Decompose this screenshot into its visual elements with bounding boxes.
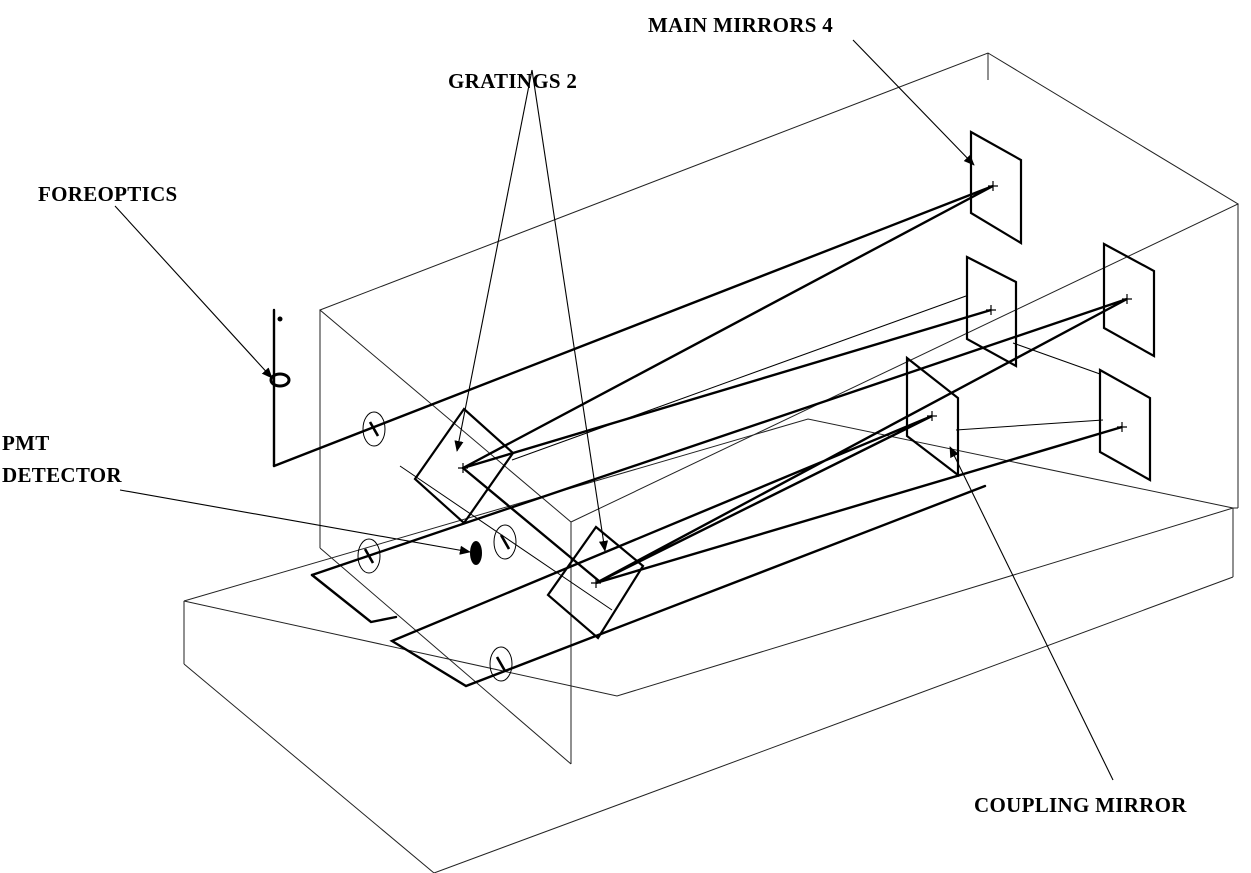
crosshair-marks xyxy=(458,181,1132,588)
main-mirror-3 xyxy=(1102,242,1156,358)
gratings-leader-2 xyxy=(531,69,609,552)
pmt-detector-leader xyxy=(119,489,471,555)
grating-1 xyxy=(413,407,515,525)
gratings-leader-1 xyxy=(454,69,533,452)
main-mirror-2 xyxy=(965,255,1018,368)
coupling-mirror xyxy=(905,355,960,478)
guide-lines xyxy=(399,295,1104,611)
gratings xyxy=(413,407,645,640)
pmt-detector xyxy=(470,541,482,565)
slit-beam xyxy=(310,573,398,624)
coupling-mirror-label: COUPLING MIRROR xyxy=(974,793,1187,817)
slit-center xyxy=(493,524,517,560)
slit-bottom xyxy=(489,646,513,682)
foreoptics-lens xyxy=(269,316,291,388)
main-mirror-4 xyxy=(1098,368,1152,482)
main-mirrors-label: MAIN MIRRORS 4 xyxy=(648,13,833,37)
foreoptics-leader xyxy=(114,205,273,379)
gratings-label: GRATINGS 2 xyxy=(448,69,577,93)
foreoptics-label: FOREOPTICS xyxy=(38,182,178,206)
slit-entrance xyxy=(362,411,386,447)
beam-paths xyxy=(272,184,1128,688)
coupling-mirror-leader xyxy=(949,446,1114,781)
slits xyxy=(357,411,517,682)
slit-lower-left xyxy=(357,538,381,574)
pmt-label-line1: PMT xyxy=(2,431,50,455)
grating-2 xyxy=(546,525,645,640)
pmt-label-line2: DETECTOR xyxy=(2,463,122,487)
leader-lines xyxy=(114,39,1114,781)
beam-path-1 xyxy=(272,184,994,470)
main-mirrors xyxy=(965,130,1156,482)
spectrometer-housing xyxy=(319,52,1240,765)
main-mirrors-leader xyxy=(852,39,975,166)
base-plate-top xyxy=(183,418,1234,697)
grating-link-beam xyxy=(461,466,601,583)
main-mirror-1 xyxy=(969,130,1023,245)
